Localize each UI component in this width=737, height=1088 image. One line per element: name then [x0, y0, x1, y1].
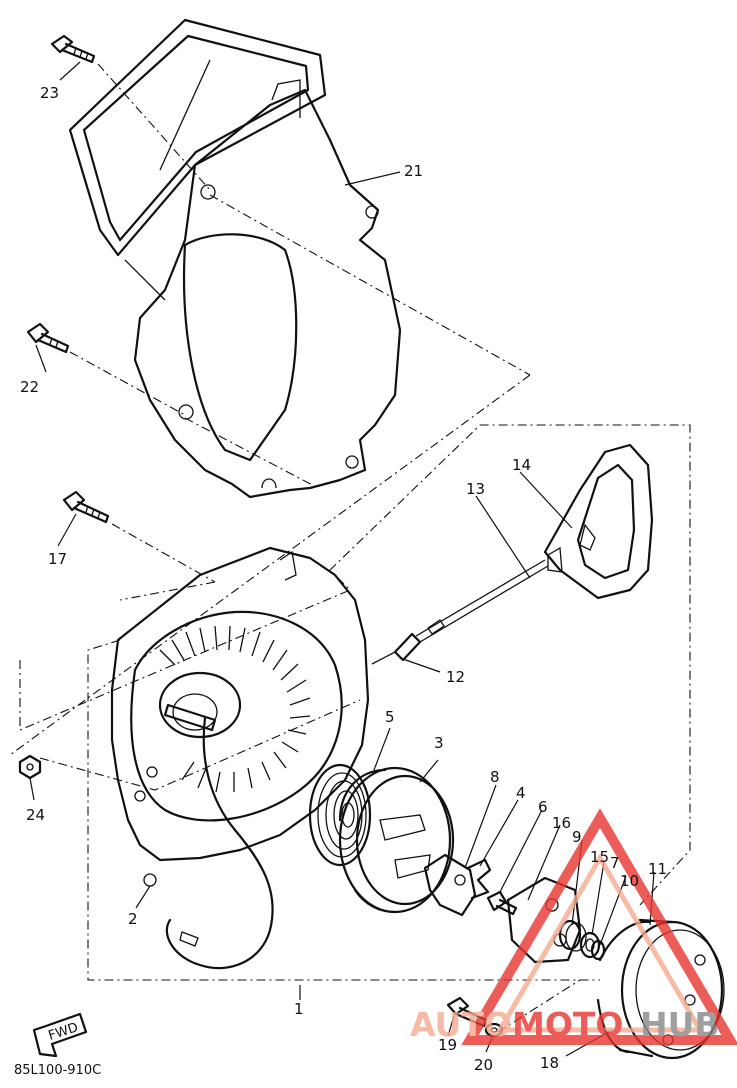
bolt-22 — [26, 322, 70, 354]
callout-16: 16 — [552, 814, 571, 832]
callout-1: 1 — [294, 1000, 304, 1018]
callout-20: 20 — [474, 1056, 493, 1074]
callout-3: 3 — [434, 734, 444, 752]
watermark-logo: AUTO MOTO HUB — [410, 808, 737, 1045]
callout-11: 11 — [648, 860, 667, 878]
callout-22: 22 — [20, 378, 39, 396]
callout-4: 4 — [516, 784, 526, 802]
spring-15 — [590, 939, 606, 961]
callout-9: 9 — [572, 828, 582, 846]
callout-10: 10 — [620, 872, 639, 890]
callout-18: 18 — [540, 1054, 559, 1072]
starter-handle-14 — [543, 443, 654, 600]
watermark-text-auto: AUTO — [410, 1005, 512, 1044]
callout-23: 23 — [40, 84, 59, 102]
fwd-arrow-icon: FWD — [32, 1012, 88, 1058]
callout-2: 2 — [128, 910, 138, 928]
callout-17: 17 — [48, 550, 67, 568]
callout-labels: 23 21 22 14 13 17 12 5 3 8 4 6 16 9 15 7… — [20, 84, 667, 1074]
friction-spring-9 — [558, 919, 587, 952]
leader-lines — [29, 61, 655, 1057]
starter-case-2 — [110, 546, 370, 970]
nut-24 — [18, 754, 42, 780]
diagram-code: 85L100-910C — [14, 1063, 101, 1078]
callout-12: 12 — [446, 668, 465, 686]
rope-pulley-3 — [338, 766, 455, 914]
watermark-text-moto: MOTO — [512, 1005, 623, 1044]
callout-14: 14 — [512, 456, 531, 474]
starter-rope-13 — [371, 559, 549, 665]
callout-21: 21 — [404, 162, 423, 180]
callout-19: 19 — [438, 1036, 457, 1054]
callout-8: 8 — [490, 768, 500, 786]
air-shroud-21 — [68, 18, 402, 499]
pawl-8 — [423, 853, 477, 917]
callout-13: 13 — [466, 480, 485, 498]
callout-15: 15 — [590, 848, 609, 866]
watermark-text-hub: HUB — [640, 1005, 720, 1044]
bolt-6 — [486, 890, 518, 916]
callout-6: 6 — [538, 798, 548, 816]
alignment-lines — [9, 63, 691, 1033]
callout-5: 5 — [385, 708, 395, 726]
bolt-17 — [62, 490, 110, 524]
bolt-23 — [50, 34, 96, 64]
callout-7: 7 — [610, 854, 620, 872]
callout-24: 24 — [26, 806, 45, 824]
